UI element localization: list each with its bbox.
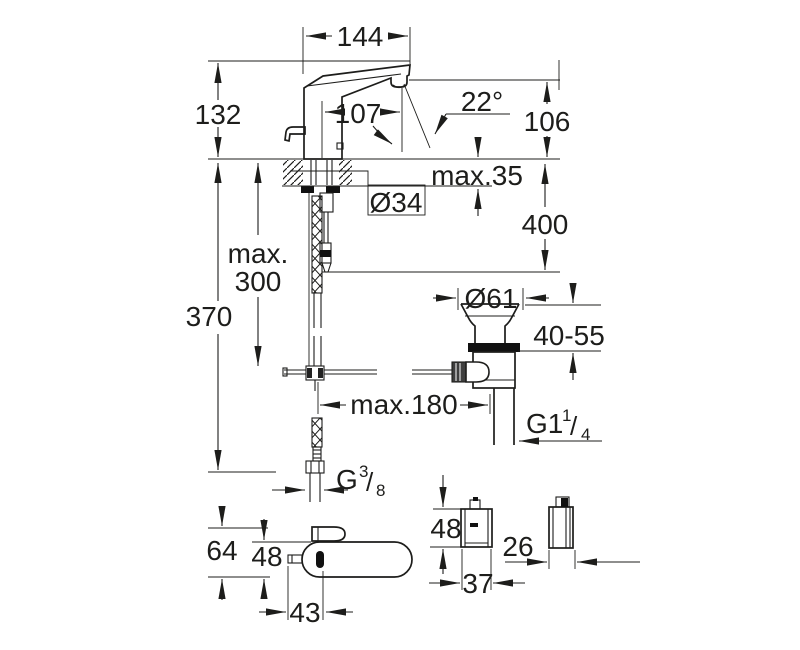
dim-48-left-label: 48 — [251, 541, 282, 572]
dimension-arrows — [214, 32, 640, 616]
flex-hose-upper — [311, 195, 323, 294]
faucet-top-view — [287, 526, 413, 578]
g38-main-label: G — [336, 464, 358, 495]
dim-370-label: 370 — [186, 301, 233, 332]
countertop-hatch-left — [283, 160, 303, 185]
dim-144-label: 144 — [337, 21, 384, 52]
drain-inlet-dome — [465, 361, 490, 383]
water-stream-line — [403, 83, 431, 149]
dimension-labels: 144 132 107 22° 106 max.35 Ø34 400 max. … — [186, 21, 605, 628]
dim-400-label: 400 — [522, 209, 569, 240]
temperature-lever-front — [284, 126, 306, 143]
drain-inlet-nut — [451, 361, 467, 383]
max300-value-label: 300 — [235, 266, 282, 297]
g114-sup-label: 1 — [562, 406, 571, 425]
reference-lines — [208, 27, 601, 620]
rod-end-cap — [282, 367, 288, 377]
supply-nut — [305, 460, 325, 474]
g114-main-label: G1 — [526, 408, 563, 439]
max300-word-label: max. — [228, 238, 289, 269]
angle-arc — [372, 125, 393, 145]
lever-top-view — [311, 526, 346, 542]
angle-22-label: 22° — [461, 86, 503, 117]
countertop-hatch-right — [339, 160, 352, 185]
max35-label: max.35 — [431, 160, 523, 191]
mounting-washer-left — [301, 186, 314, 193]
g38-sup-label: 3 — [359, 462, 368, 481]
dim-107-label: 107 — [335, 98, 382, 129]
under-counter-assembly — [282, 192, 452, 502]
mounting-washer-right — [326, 186, 340, 193]
control-box-side-view — [548, 496, 574, 549]
dim-132-label: 132 — [195, 99, 242, 130]
box-nub — [469, 499, 481, 510]
drain-gasket — [468, 343, 520, 352]
g114-sub-label: 4 — [581, 425, 590, 444]
dia34-label-box — [367, 184, 426, 216]
dim-106-label: 106 — [524, 106, 571, 137]
g114-slash: / — [570, 411, 578, 441]
dia34-label: Ø34 — [370, 187, 423, 218]
g38-slash: / — [366, 467, 374, 497]
ir-sensor-window — [316, 551, 324, 568]
dim-37-label: 37 — [462, 568, 493, 599]
dim-26-label: 26 — [502, 531, 533, 562]
control-box-front-view — [460, 497, 493, 548]
range-4055-label: 40-55 — [533, 320, 605, 351]
dia61-label: Ø61 — [465, 283, 518, 314]
max180-label: max.180 — [350, 389, 457, 420]
dim-43-label: 43 — [289, 597, 320, 628]
box-logo-mark — [470, 523, 478, 527]
g38-sub-label: 8 — [376, 481, 385, 500]
dim-48-right-label: 48 — [430, 513, 461, 544]
flex-hose-lower — [311, 417, 323, 448]
mounting-nut — [319, 192, 334, 213]
side-stub — [287, 554, 303, 564]
drain-valve-view — [451, 303, 520, 445]
faucet-front-view — [283, 64, 411, 193]
dim-64-label: 64 — [206, 535, 237, 566]
